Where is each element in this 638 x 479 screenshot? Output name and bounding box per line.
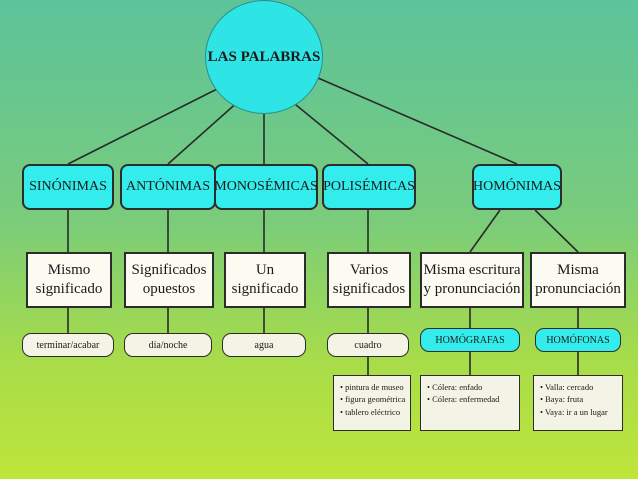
list-item: • Cólera: enfermedad — [427, 394, 500, 405]
category-sinonimas: SINÓNIMAS — [22, 164, 114, 210]
list-polisemicas: • pintura de museo • figura geométrica •… — [333, 375, 411, 431]
desc-line: Significados — [131, 262, 207, 279]
list-item: • Vaya: ir a un lugar — [540, 406, 608, 417]
list-homografas: • Cólera: enfado • Cólera: enfermedad — [420, 375, 520, 431]
example-label: día/noche — [148, 339, 188, 351]
desc-line: Misma — [557, 262, 599, 279]
desc-line: y pronunciación — [423, 281, 521, 297]
desc-polisemicas: Varios significados — [327, 252, 411, 308]
category-antonimas: ANTÓNIMAS — [120, 164, 216, 210]
example-sinonimas: terminar/acabar — [22, 333, 114, 357]
example-label: cuadro — [354, 339, 382, 351]
desc-homofonas: Misma pronunciación — [530, 252, 626, 308]
desc-line: Mismo — [47, 262, 91, 279]
list-item: • Cólera: enfado — [427, 382, 483, 392]
desc-line: opuestos — [142, 281, 196, 297]
desc-sinonimas: Mismo significado — [26, 252, 112, 308]
desc-line: significado — [231, 281, 299, 297]
root-node: LAS PALABRAS — [205, 0, 323, 114]
category-homonimas: HOMÓNIMAS — [472, 164, 562, 210]
desc-homografas: Misma escritura y pronunciación — [420, 252, 524, 308]
list-homofonas: • Valla: cercado • Baya: fruta • Vaya: i… — [533, 375, 623, 431]
example-antonimas: día/noche — [124, 333, 212, 357]
subtype-label: HOMÓGRAFAS — [435, 334, 505, 346]
desc-line: Varios — [349, 262, 389, 279]
subtype-homofonas: HOMÓFONAS — [535, 328, 621, 352]
desc-line: significados — [332, 281, 406, 297]
example-polisemicas: cuadro — [327, 333, 409, 357]
example-label: terminar/acabar — [36, 339, 100, 351]
example-monosemicas: agua — [222, 333, 306, 357]
desc-monosemicas: Un significado — [224, 252, 306, 308]
list-item: • Valla: cercado — [540, 382, 594, 392]
desc-line: pronunciación — [535, 281, 621, 297]
list-item: • pintura de museo — [340, 382, 404, 392]
list-item: • figura geométrica — [340, 394, 406, 405]
category-label: ANTÓNIMAS — [126, 179, 210, 194]
subtype-homografas: HOMÓGRAFAS — [420, 328, 520, 352]
desc-line: significado — [35, 281, 103, 297]
example-label: agua — [254, 339, 274, 351]
list-item: • Baya: fruta — [540, 394, 584, 405]
category-label: HOMÓNIMAS — [473, 179, 561, 194]
desc-antonimas: Significados opuestos — [124, 252, 214, 308]
category-label: POLISÉMICAS — [323, 179, 415, 194]
root-label: LAS PALABRAS — [207, 48, 321, 65]
category-monosemicas: MONOSÉMICAS — [214, 164, 318, 210]
category-label: MONOSÉMICAS — [214, 179, 318, 194]
desc-line: Misma escritura — [423, 262, 521, 279]
category-label: SINÓNIMAS — [29, 179, 107, 194]
desc-line: Un — [255, 262, 275, 279]
subtype-label: HOMÓFONAS — [546, 334, 610, 346]
category-polisemicas: POLISÉMICAS — [322, 164, 416, 210]
list-item: • tablero eléctrico — [340, 406, 401, 417]
